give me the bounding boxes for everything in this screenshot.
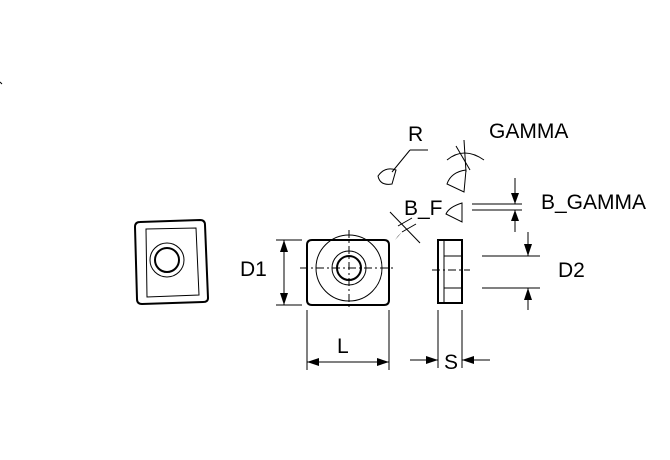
edge-mark	[0, 81, 3, 85]
dimension-b-f	[389, 211, 421, 244]
label-r: R	[408, 123, 424, 146]
label-d2: D2	[558, 259, 585, 282]
label-b-f: B_F	[404, 197, 443, 220]
dimension-d2	[482, 232, 540, 310]
insert-top-view	[300, 230, 396, 310]
dimension-d1	[276, 239, 302, 306]
label-gamma: GAMMA	[489, 120, 569, 143]
dimension-l	[306, 310, 390, 370]
label-s: S	[444, 351, 459, 374]
dimension-gamma	[446, 139, 485, 193]
label-b-gamma: B_GAMMA	[541, 191, 647, 214]
dimension-r	[377, 149, 428, 185]
dimension-b-gamma	[445, 178, 522, 232]
insert-side-view	[432, 239, 470, 304]
label-l: L	[337, 335, 349, 358]
label-d1: D1	[240, 258, 267, 281]
insert-front-view	[133, 218, 210, 306]
dimension-s	[410, 310, 490, 368]
